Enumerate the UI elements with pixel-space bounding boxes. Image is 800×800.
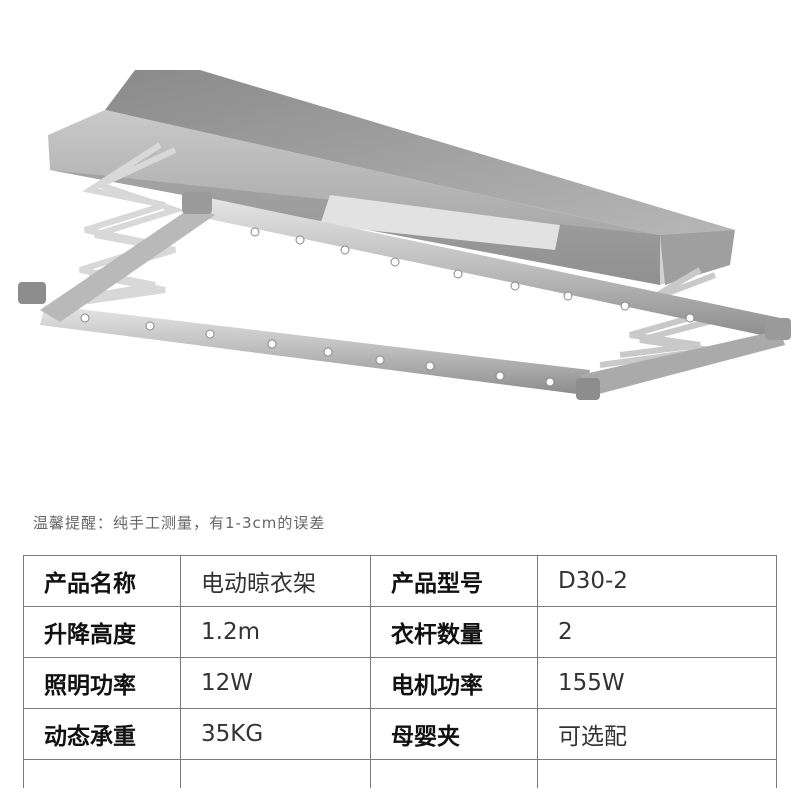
spec-label: 电机功率 [370, 657, 538, 709]
rear-rod [190, 195, 790, 340]
table-row: 动态承重 35KG 母婴夹 可选配 [23, 708, 777, 760]
spec-label: 母婴夹 [370, 708, 538, 760]
spec-value: 1.2m [180, 606, 371, 658]
table-row: 产品名称 电动晾衣架 产品型号 D30-2 [23, 555, 777, 607]
measurement-note: 温馨提醒：纯手工测量，有1-3cm的误差 [33, 514, 326, 532]
table-row-empty [23, 759, 777, 788]
spec-label: 衣杆数量 [370, 606, 538, 658]
spec-label: 升降高度 [23, 606, 181, 658]
scissor-arm-left [59, 142, 185, 308]
spec-label: 产品名称 [23, 555, 181, 607]
spec-value: D30-2 [537, 555, 777, 607]
drying-rack-illustration [18, 70, 791, 400]
table-row: 照明功率 12W 电机功率 155W [23, 657, 777, 709]
spec-label: 产品型号 [370, 555, 538, 607]
spec-value: 2 [537, 606, 777, 658]
spec-label: 照明功率 [23, 657, 181, 709]
spec-value: 12W [180, 657, 371, 709]
front-rod [40, 305, 590, 395]
spec-label: 动态承重 [23, 708, 181, 760]
spec-value: 155W [537, 657, 777, 709]
product-photo [18, 70, 791, 400]
spec-value: 可选配 [537, 708, 777, 760]
spec-value: 35KG [180, 708, 371, 760]
spec-table: 产品名称 电动晾衣架 产品型号 D30-2 升降高度 1.2m 衣杆数量 2 照… [23, 555, 777, 788]
table-row: 升降高度 1.2m 衣杆数量 2 [23, 606, 777, 658]
spec-value: 电动晾衣架 [180, 555, 371, 607]
